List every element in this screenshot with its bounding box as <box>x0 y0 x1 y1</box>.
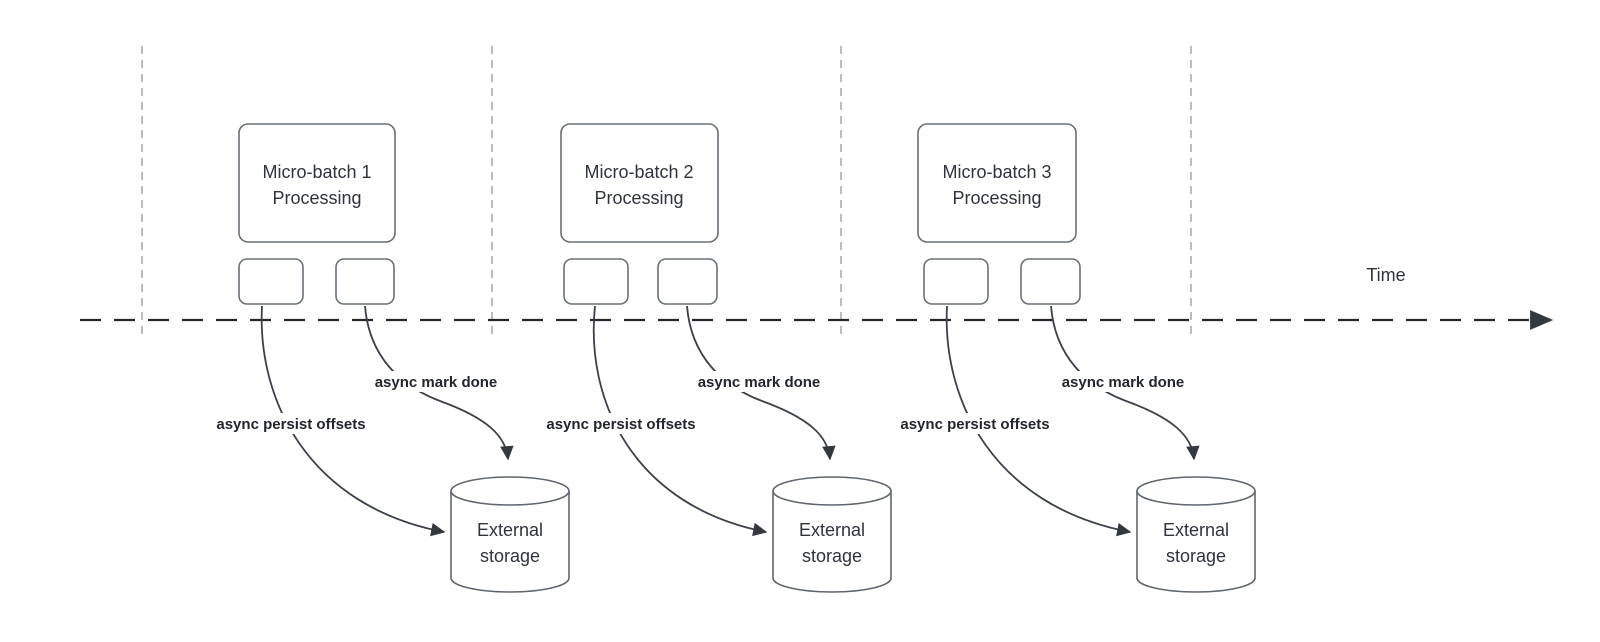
external-storage-cylinder-2: External storage <box>772 476 892 593</box>
microbatch-3-box <box>917 123 1077 243</box>
microbatch-2-box <box>560 123 719 243</box>
cylinder-body-3 <box>1136 491 1256 593</box>
batch-group-2: Micro-batch 2 Processing async mark done… <box>531 123 892 593</box>
persist-label-halo-2 <box>531 413 711 434</box>
persist-offsets-label-2: async persist offsets <box>546 416 695 433</box>
microbatch-3-subtitle: Processing <box>952 188 1041 208</box>
persist-offsets-arrow-3 <box>945 305 1132 537</box>
storage-label-line2-3: storage <box>1166 546 1226 566</box>
microbatch-1-box <box>238 123 396 243</box>
mark-done-label-halo-3 <box>1035 371 1185 392</box>
mark-done-label-halo-2 <box>671 371 821 392</box>
mark-done-label-halo-1 <box>348 371 498 392</box>
mark-done-label-2: async mark done <box>698 374 821 391</box>
mark-done-label-1: async mark done <box>375 374 498 391</box>
microbatch-3-title: Micro-batch 3 <box>942 162 1051 182</box>
storage-label-line1-3: External <box>1163 520 1229 540</box>
persist-label-halo-3 <box>885 413 1065 434</box>
cylinder-top-2 <box>772 476 892 506</box>
external-storage-cylinder-1: External storage <box>450 476 570 593</box>
persist-offsets-arrow-1 <box>260 305 446 537</box>
mark-done-arrow-3 <box>1050 305 1200 461</box>
offset-task-box-3 <box>923 258 989 305</box>
batch-group-3: Micro-batch 3 Processing async mark done… <box>885 123 1256 593</box>
cylinder-body-1 <box>450 491 570 593</box>
cylinder-top-1 <box>450 476 570 506</box>
offset-task-box-2 <box>563 258 629 305</box>
done-task-box-2 <box>657 258 718 305</box>
storage-label-line1-1: External <box>477 520 543 540</box>
storage-label-line2-2: storage <box>802 546 862 566</box>
offset-task-box-1 <box>238 258 304 305</box>
mark-done-arrow-1 <box>364 305 514 461</box>
external-storage-cylinder-3: External storage <box>1136 476 1256 593</box>
microbatch-1-title: Micro-batch 1 <box>262 162 371 182</box>
storage-label-line1-2: External <box>799 520 865 540</box>
done-task-box-3 <box>1020 258 1081 305</box>
cylinder-top-3 <box>1136 476 1256 506</box>
microbatch-1-subtitle: Processing <box>272 188 361 208</box>
microbatch-2-subtitle: Processing <box>594 188 683 208</box>
cylinder-body-2 <box>772 491 892 593</box>
batch-group-1: Micro-batch 1 Processing async mark done… <box>201 123 570 593</box>
storage-label-line2-1: storage <box>480 546 540 566</box>
persist-offsets-label-1: async persist offsets <box>216 416 365 433</box>
microbatch-2-title: Micro-batch 2 <box>584 162 693 182</box>
done-task-box-1 <box>335 258 395 305</box>
persist-offsets-arrow-2 <box>592 305 768 537</box>
mark-done-arrow-2 <box>686 305 836 461</box>
persist-offsets-label-3: async persist offsets <box>900 416 1049 433</box>
mark-done-label-3: async mark done <box>1062 374 1185 391</box>
persist-label-halo-1 <box>201 413 381 434</box>
time-axis-label: Time <box>1366 265 1405 285</box>
